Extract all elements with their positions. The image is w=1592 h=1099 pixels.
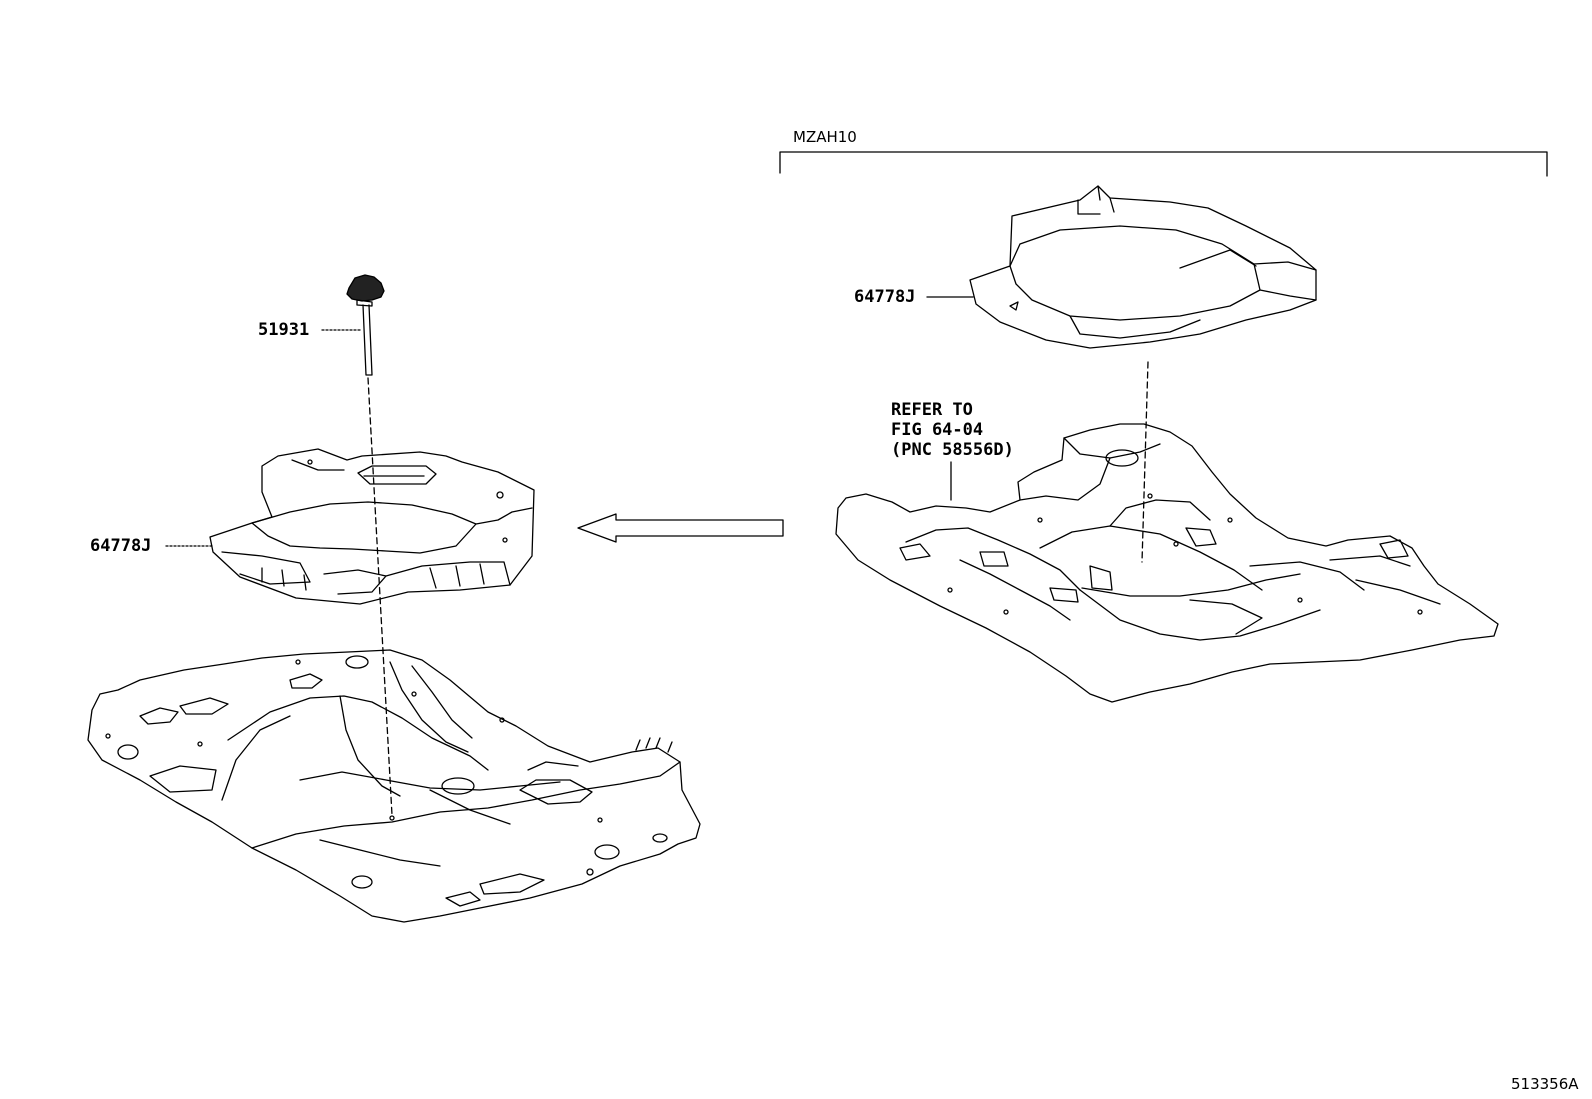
refer-note-line2: FIG 64-04 [891, 420, 984, 440]
part-number-64778j-right: 64778J [854, 287, 916, 307]
floor-pan-left-drawing [87, 649, 701, 923]
variant-bracket [779, 151, 1548, 177]
axis-line-right [1141, 361, 1149, 563]
refer-note: REFER TO FIG 64-04 (PNC 58556D) [891, 400, 1014, 460]
floor-pan-right-drawing [835, 423, 1499, 703]
part-number-64778j-left: 64778J [90, 536, 152, 556]
arrow-left [577, 513, 784, 543]
figure-id: 513356A [1511, 1075, 1579, 1093]
part-number-51931: 51931 [258, 320, 310, 340]
bolt-51931-drawing [346, 274, 385, 376]
spare-tire-tray-right-drawing [969, 185, 1317, 349]
refer-note-line3: (PNC 58556D) [891, 440, 1014, 460]
axis-line-left [367, 377, 393, 816]
refer-note-line1: REFER TO [891, 400, 973, 420]
variant-label: MZAH10 [793, 128, 857, 146]
spare-tire-tray-left-drawing [209, 448, 535, 605]
